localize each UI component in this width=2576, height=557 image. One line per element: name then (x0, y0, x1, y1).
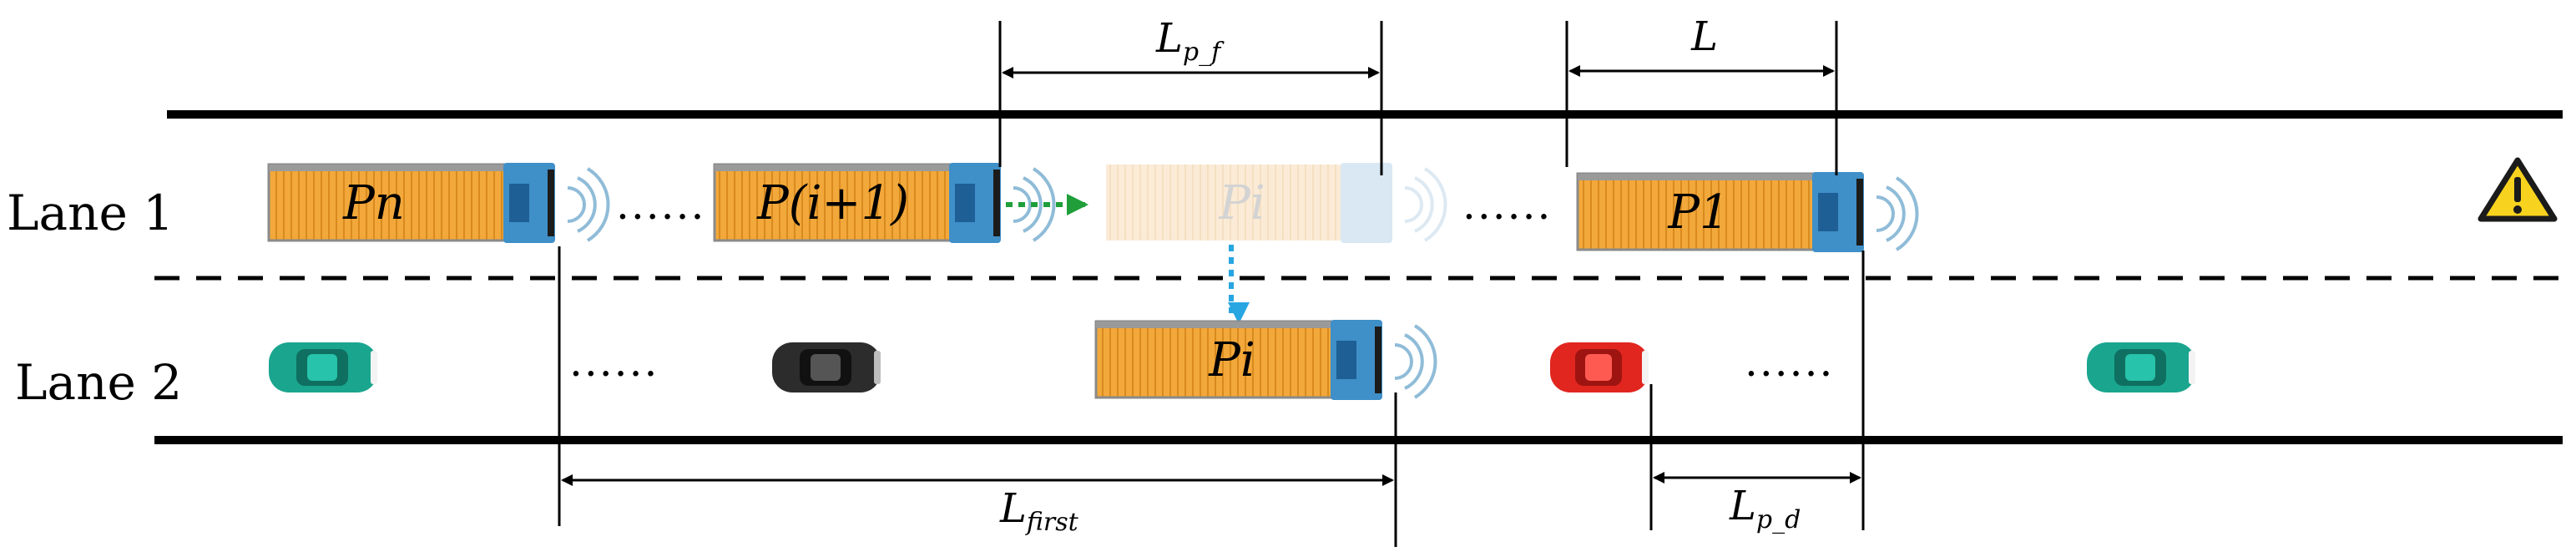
truck-p1: P1 (1576, 172, 1864, 252)
svg-text:Pn: Pn (342, 176, 405, 230)
dimension-lfirst: Lfirst (558, 246, 1397, 547)
svg-text:L: L (1690, 13, 1718, 60)
car-teal-left (269, 342, 377, 392)
truck-p-i-plus-1: P(i+1) (713, 163, 1001, 243)
lane-1-label: Lane 1 (7, 185, 174, 241)
lane1-ellipsis-left: ...... (616, 180, 705, 229)
wireless-signal-icon (1876, 176, 1919, 251)
svg-text:P1: P1 (1667, 185, 1729, 240)
car-black (772, 342, 881, 392)
svg-text:Lp_f: Lp_f (1155, 15, 1225, 67)
dimension-lpf: Lp_f (998, 15, 1383, 175)
svg-text:Lp_d: Lp_d (1729, 483, 1801, 534)
truck-pi-ghost: Pi (1106, 163, 1392, 243)
wireless-signal-icon (567, 167, 610, 242)
dimension-l: L (1565, 13, 1838, 175)
lane1-ellipsis-right: ...... (1462, 180, 1552, 229)
truck-pn: Pn (267, 163, 555, 243)
svg-text:P(i+1): P(i+1) (756, 176, 909, 230)
wireless-signal-icon (1394, 324, 1437, 399)
wireless-signal-icon (1013, 167, 1056, 242)
car-red (1550, 342, 1649, 392)
warning-triangle-icon (2478, 157, 2558, 222)
car-teal-right (2087, 342, 2195, 392)
svg-text:Pi: Pi (1208, 333, 1255, 387)
wireless-signal-icon (1404, 167, 1447, 242)
svg-text:Lfirst: Lfirst (999, 485, 1079, 537)
svg-text:Pi: Pi (1218, 176, 1265, 230)
lane2-ellipsis-left: ...... (569, 337, 659, 386)
truck-pi: Pi (1094, 320, 1382, 400)
lane2-ellipsis-right: ...... (1745, 337, 1834, 386)
lane-2-label: Lane 2 (15, 354, 182, 411)
dimension-lpd: Lp_d (1649, 251, 1865, 534)
